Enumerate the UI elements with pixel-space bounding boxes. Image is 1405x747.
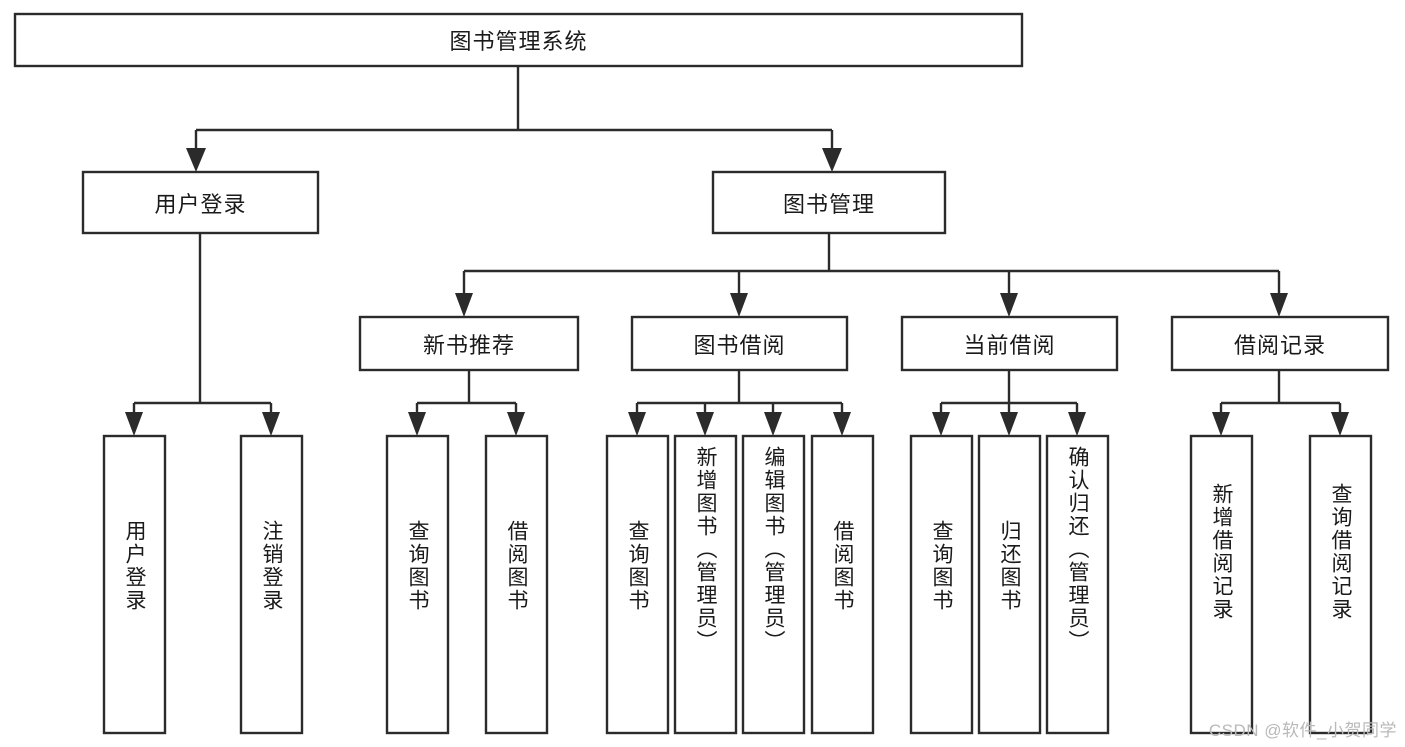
arrow-head-new-book-recommend <box>455 293 473 317</box>
node-leaf-user-logout[interactable] <box>239 434 304 735</box>
connector-group-current-borrow <box>932 370 1086 436</box>
arrow-head-leaf-query-book-1 <box>408 412 426 436</box>
node-leaf-add-record[interactable] <box>1189 434 1254 735</box>
connector-book-borrow-trunk <box>635 370 844 414</box>
connector-borrow-record-trunk <box>1219 370 1342 414</box>
node-leaf-user-login[interactable] <box>102 434 167 735</box>
node-leaf-query-book-1[interactable] <box>385 434 450 735</box>
arrow-head-current-borrow <box>1000 293 1018 317</box>
node-leaf-edit-book[interactable] <box>741 434 806 735</box>
connector-book-manage-trunk <box>462 233 1281 295</box>
connector-group-book-borrow <box>628 370 851 436</box>
node-leaf-query-book-2[interactable] <box>605 434 670 735</box>
node-book-borrow[interactable] <box>630 315 849 372</box>
node-root[interactable] <box>13 12 1024 68</box>
node-leaf-query-book-3[interactable] <box>909 434 974 735</box>
arrow-head-leaf-confirm-return <box>1068 412 1086 436</box>
connector-group-root <box>186 66 842 172</box>
node-new-book-recommend[interactable] <box>358 315 580 372</box>
node-borrow-record[interactable] <box>1170 315 1390 372</box>
arrow-head-leaf-edit-book <box>764 412 782 436</box>
node-leaf-return-book[interactable] <box>977 434 1042 735</box>
arrow-head-leaf-borrow-book-2 <box>833 412 851 436</box>
arrow-head-leaf-user-logout <box>262 412 280 436</box>
node-book-manage[interactable] <box>711 170 947 235</box>
node-leaf-add-book[interactable] <box>673 434 738 735</box>
arrow-head-book-manage <box>822 148 842 172</box>
connector-group-new-book-recommend <box>408 370 525 436</box>
node-current-borrow[interactable] <box>900 315 1119 372</box>
connector-root-trunk <box>194 66 834 150</box>
arrow-head-leaf-query-record <box>1331 412 1349 436</box>
arrow-head-user-login <box>186 148 206 172</box>
connector-current-borrow-trunk <box>939 370 1079 414</box>
arrow-head-leaf-return-book <box>1000 412 1018 436</box>
node-user-login[interactable] <box>81 170 320 235</box>
arrow-head-leaf-user-login <box>125 412 143 436</box>
connector-new-book-recommend-trunk <box>415 370 518 414</box>
connector-group-user-login <box>125 233 280 436</box>
connector-user-login-trunk <box>132 233 273 414</box>
connector-group-borrow-record <box>1212 370 1349 436</box>
node-leaf-borrow-book-2[interactable] <box>810 434 875 735</box>
node-leaf-borrow-book-1[interactable] <box>484 434 549 735</box>
arrow-head-leaf-borrow-book-1 <box>507 412 525 436</box>
arrow-head-leaf-query-book-3 <box>932 412 950 436</box>
arrow-head-borrow-record <box>1270 293 1288 317</box>
arrow-head-leaf-add-record <box>1212 412 1230 436</box>
connector-group-book-manage <box>455 233 1288 317</box>
arrow-head-leaf-add-book <box>696 412 714 436</box>
csdn-watermark: CSDN @软件_小贺同学 <box>1208 721 1397 740</box>
arrow-head-leaf-query-book-2 <box>628 412 646 436</box>
node-leaf-query-record[interactable] <box>1308 434 1373 735</box>
node-leaf-confirm-return[interactable] <box>1045 434 1110 735</box>
arrow-head-book-borrow <box>730 293 748 317</box>
